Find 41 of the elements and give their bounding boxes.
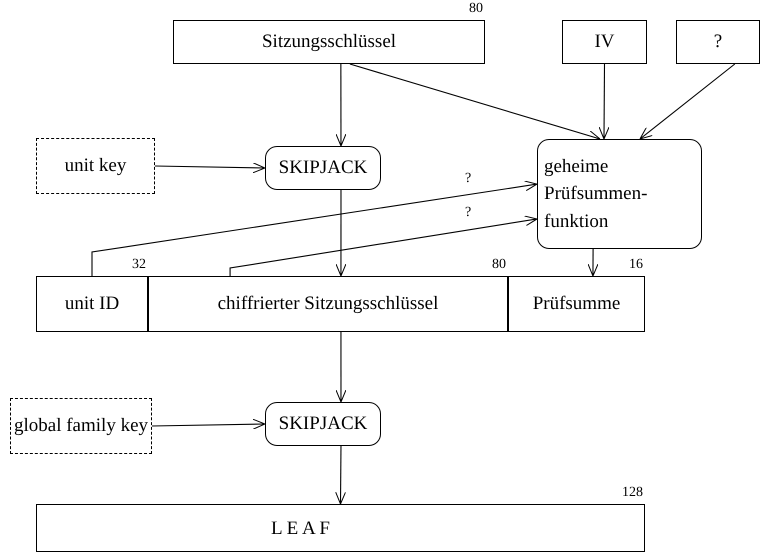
arrow <box>639 64 736 140</box>
arrow <box>598 64 610 140</box>
box-label: Sitzungsschlüssel <box>262 30 396 54</box>
bit-length-label: 16 <box>629 257 643 273</box>
cipher-box <box>265 402 381 446</box>
box-label: chiffrierter Sitzungsschlüssel <box>218 292 438 316</box>
bit-length-label: 80 <box>492 257 506 273</box>
box-label: IV <box>594 30 615 54</box>
box-label: SKIPJACK <box>278 156 368 180</box>
box-label: unit ID <box>64 292 120 316</box>
arrow <box>335 446 346 504</box>
arrow <box>91 180 538 276</box>
bit-length-label: 128 <box>622 485 643 501</box>
field-cell <box>36 276 148 332</box>
field-cell <box>508 276 645 332</box>
leaf-box <box>36 504 645 552</box>
box-label: Prüfsumme <box>532 292 620 316</box>
field-cell <box>148 276 508 332</box>
key-box <box>173 20 485 64</box>
arrow <box>335 190 346 276</box>
box-label: unit key <box>64 154 126 178</box>
arrow <box>335 332 346 402</box>
bit-length-label: 80 <box>469 1 483 17</box>
arrow <box>588 249 598 276</box>
arrow <box>152 418 266 430</box>
cipher-box <box>265 146 381 190</box>
function-box <box>537 139 702 249</box>
box-label: SKIPJACK <box>278 412 368 436</box>
bit-length-label: 32 <box>132 257 146 273</box>
arrow <box>350 63 601 141</box>
arrow <box>155 162 266 174</box>
arrow <box>335 64 346 146</box>
box-label: L E A F <box>271 517 330 541</box>
box-label: ? <box>714 30 722 54</box>
key-box <box>36 138 155 194</box>
iv-box <box>562 20 647 64</box>
unknown-box <box>676 20 760 64</box>
arrow <box>230 215 538 276</box>
key-box <box>10 398 152 454</box>
box-label: global family key <box>14 414 148 438</box>
box-label: geheime Prüfsummen- funktion <box>544 154 648 234</box>
